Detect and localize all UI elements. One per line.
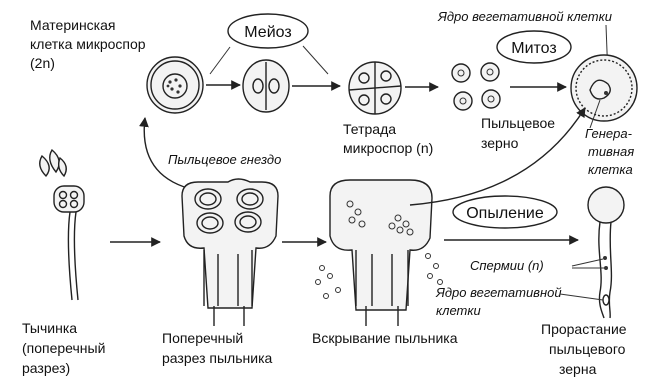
- stamen-label-line2: (поперечный: [22, 340, 105, 356]
- germination-label-line3: зерна: [559, 361, 597, 377]
- pollen-grains-drawing: [452, 63, 500, 110]
- mature-pollen-grain-drawing: [571, 55, 637, 121]
- generative-cell-label-line1: Генера-: [585, 126, 633, 141]
- tetrad-label-line2: микроспор (n): [343, 140, 433, 156]
- germination-label-line2: пыльцевого: [549, 341, 626, 357]
- generative-cell-label-line2: тивная: [588, 144, 634, 159]
- veg-nucleus-bottom-line1: Ядро вегетативной: [435, 285, 562, 300]
- pollen-grain-label-line2: зерно: [481, 135, 519, 151]
- generative-cell-label-line3: клетка: [588, 162, 633, 177]
- mother-cell-label-line3: (2n): [30, 55, 55, 71]
- germination-label-line1: Прорастание: [541, 321, 627, 337]
- cross-section-label-line1: Поперечный: [162, 330, 243, 346]
- stamen-label-line1: Тычинка: [22, 320, 77, 336]
- cross-section-label-line2: разрез пыльника: [162, 350, 272, 366]
- mother-cell-label-line1: Материнская: [30, 17, 115, 33]
- mother-cell-label-line2: клетка микроспор: [30, 36, 146, 52]
- stamen-drawing: [40, 150, 84, 300]
- sperms-label: Спермии (n): [470, 258, 544, 273]
- pollen-grain-label-line1: Пыльцевое: [481, 115, 555, 131]
- pollination-oval: Опыление: [453, 196, 557, 228]
- pollination-label: Опыление: [466, 205, 544, 222]
- tetrad-drawing: [349, 62, 401, 114]
- stamen-label-line3: разрез): [22, 360, 70, 376]
- veg-nucleus-top-label: Ядро вегетативной клетки: [437, 9, 612, 24]
- mitosis-label: Митоз: [511, 40, 556, 57]
- dyad-drawing: [243, 60, 289, 112]
- anther-cross-section-drawing: [182, 179, 278, 326]
- dehiscence-drawing: [316, 180, 443, 326]
- dehiscence-label: Вскрывание пыльника: [312, 330, 458, 346]
- pollen-sac-label: Пыльцевое гнездо: [168, 152, 281, 167]
- mother-cell-drawing: [147, 57, 203, 113]
- meiosis-label: Мейоз: [244, 24, 291, 41]
- meiosis-oval: Мейоз: [228, 14, 308, 48]
- tetrad-label-line1: Тетрада: [343, 121, 396, 137]
- mitosis-oval: Митоз: [497, 31, 571, 63]
- veg-nucleus-bottom-line2: клетки: [436, 303, 481, 318]
